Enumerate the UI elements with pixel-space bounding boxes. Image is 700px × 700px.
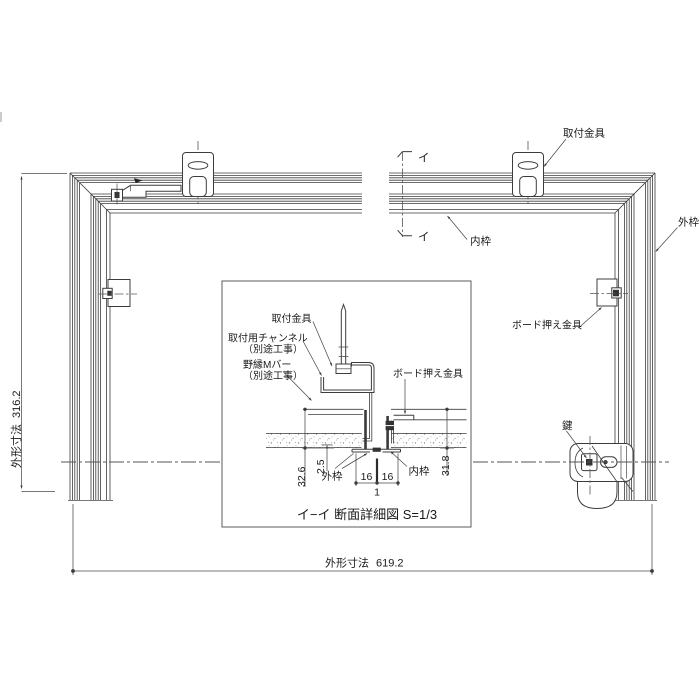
frame-band-right-lines xyxy=(614,173,656,500)
gypsum-board-left xyxy=(266,433,362,448)
width-dim-value: 619.2 xyxy=(376,558,404,570)
detail-channel-label: 取付用チャンネル xyxy=(228,332,308,345)
frame-band-left-lines xyxy=(69,173,111,500)
outer-frame-label: 外枠 xyxy=(678,216,699,229)
board-holder-bracket-right xyxy=(590,278,628,307)
detail-view: 32.6 2.5 31.8 16 16 1 取付金具 取付用チャンネル （別途工… xyxy=(221,280,472,528)
lock-mechanism xyxy=(569,436,634,510)
section-mark-label-top: イ xyxy=(418,153,430,165)
detail-dimensions: 32.6 2.5 31.8 16 16 1 xyxy=(296,407,454,499)
detail-board-holder-label: ボード押え金具 xyxy=(393,367,463,380)
height-dim-label: 外形寸法 xyxy=(9,424,23,468)
joint-gap-piece xyxy=(372,447,381,452)
detail-annotations: 取付金具 取付用チャンネル （別途工事） 野縁Mバー （別途工事） ボード押え金… xyxy=(228,312,463,483)
height-dimension: 外形寸法 316.2 xyxy=(9,173,67,492)
main-view: イ イ 取付金具 内枠 外枠 ボード押え金具 鍵 外形寸法 316.2 xyxy=(0,112,699,575)
dim-32-6: 32.6 xyxy=(296,466,308,487)
ceiling-lines xyxy=(303,408,467,421)
width-dim-label: 外形寸法 xyxy=(325,556,369,570)
dim-1: 1 xyxy=(374,487,380,499)
lock-label: 鍵 xyxy=(562,419,573,432)
mounting-channel xyxy=(320,362,375,393)
mounting-bracket-right xyxy=(512,141,544,204)
detail-box xyxy=(221,280,472,528)
frame-section-profiles xyxy=(351,392,415,453)
detail-mounting-bracket-label: 取付金具 xyxy=(272,312,312,325)
hanging-bolt xyxy=(335,302,352,374)
dim-31-8: 31.8 xyxy=(440,455,452,476)
bracket-slot-hole xyxy=(517,161,539,170)
board-holder-label: ボード押え金具 xyxy=(512,319,582,332)
lock-body xyxy=(569,443,634,482)
section-mark-label-bottom: イ xyxy=(418,232,430,244)
height-dim-value: 316.2 xyxy=(11,390,23,418)
main-annotations: 取付金具 内枠 外枠 ボード押え金具 鍵 xyxy=(447,127,699,459)
dim-16-right: 16 xyxy=(382,471,394,483)
board-holder-bracket-left xyxy=(98,279,137,307)
detail-mbar-note: （別途工事） xyxy=(243,369,303,382)
inner-frame-label: 内枠 xyxy=(470,235,491,248)
section-cut-mark: イ イ xyxy=(397,151,430,244)
detail-inner-frame-label: 内枠 xyxy=(409,465,430,478)
weld-mark xyxy=(134,178,143,183)
mounting-bracket-label: 取付金具 xyxy=(563,127,605,140)
frame-corner-miters xyxy=(69,172,656,214)
frame-band-top-lines xyxy=(70,172,655,214)
latch-mechanism xyxy=(111,183,182,205)
board-press-bar xyxy=(393,414,415,420)
detail-channel-note: （別途工事） xyxy=(243,343,303,356)
bracket-slot-hole xyxy=(187,161,209,170)
dim-16-left: 16 xyxy=(361,471,373,483)
detail-outer-frame-label: 外枠 xyxy=(322,470,343,483)
detail-mbar-label: 野縁Mバー xyxy=(243,358,291,371)
detail-title: イ−イ 断面詳細図 S=1/3 xyxy=(297,507,437,522)
dim-2-5: 2.5 xyxy=(315,459,327,474)
lock-lower-body xyxy=(577,481,618,510)
mounting-bracket-left xyxy=(182,141,214,204)
gypsum-board-right xyxy=(391,433,467,448)
width-dimension: 外形寸法 619.2 xyxy=(71,504,654,575)
